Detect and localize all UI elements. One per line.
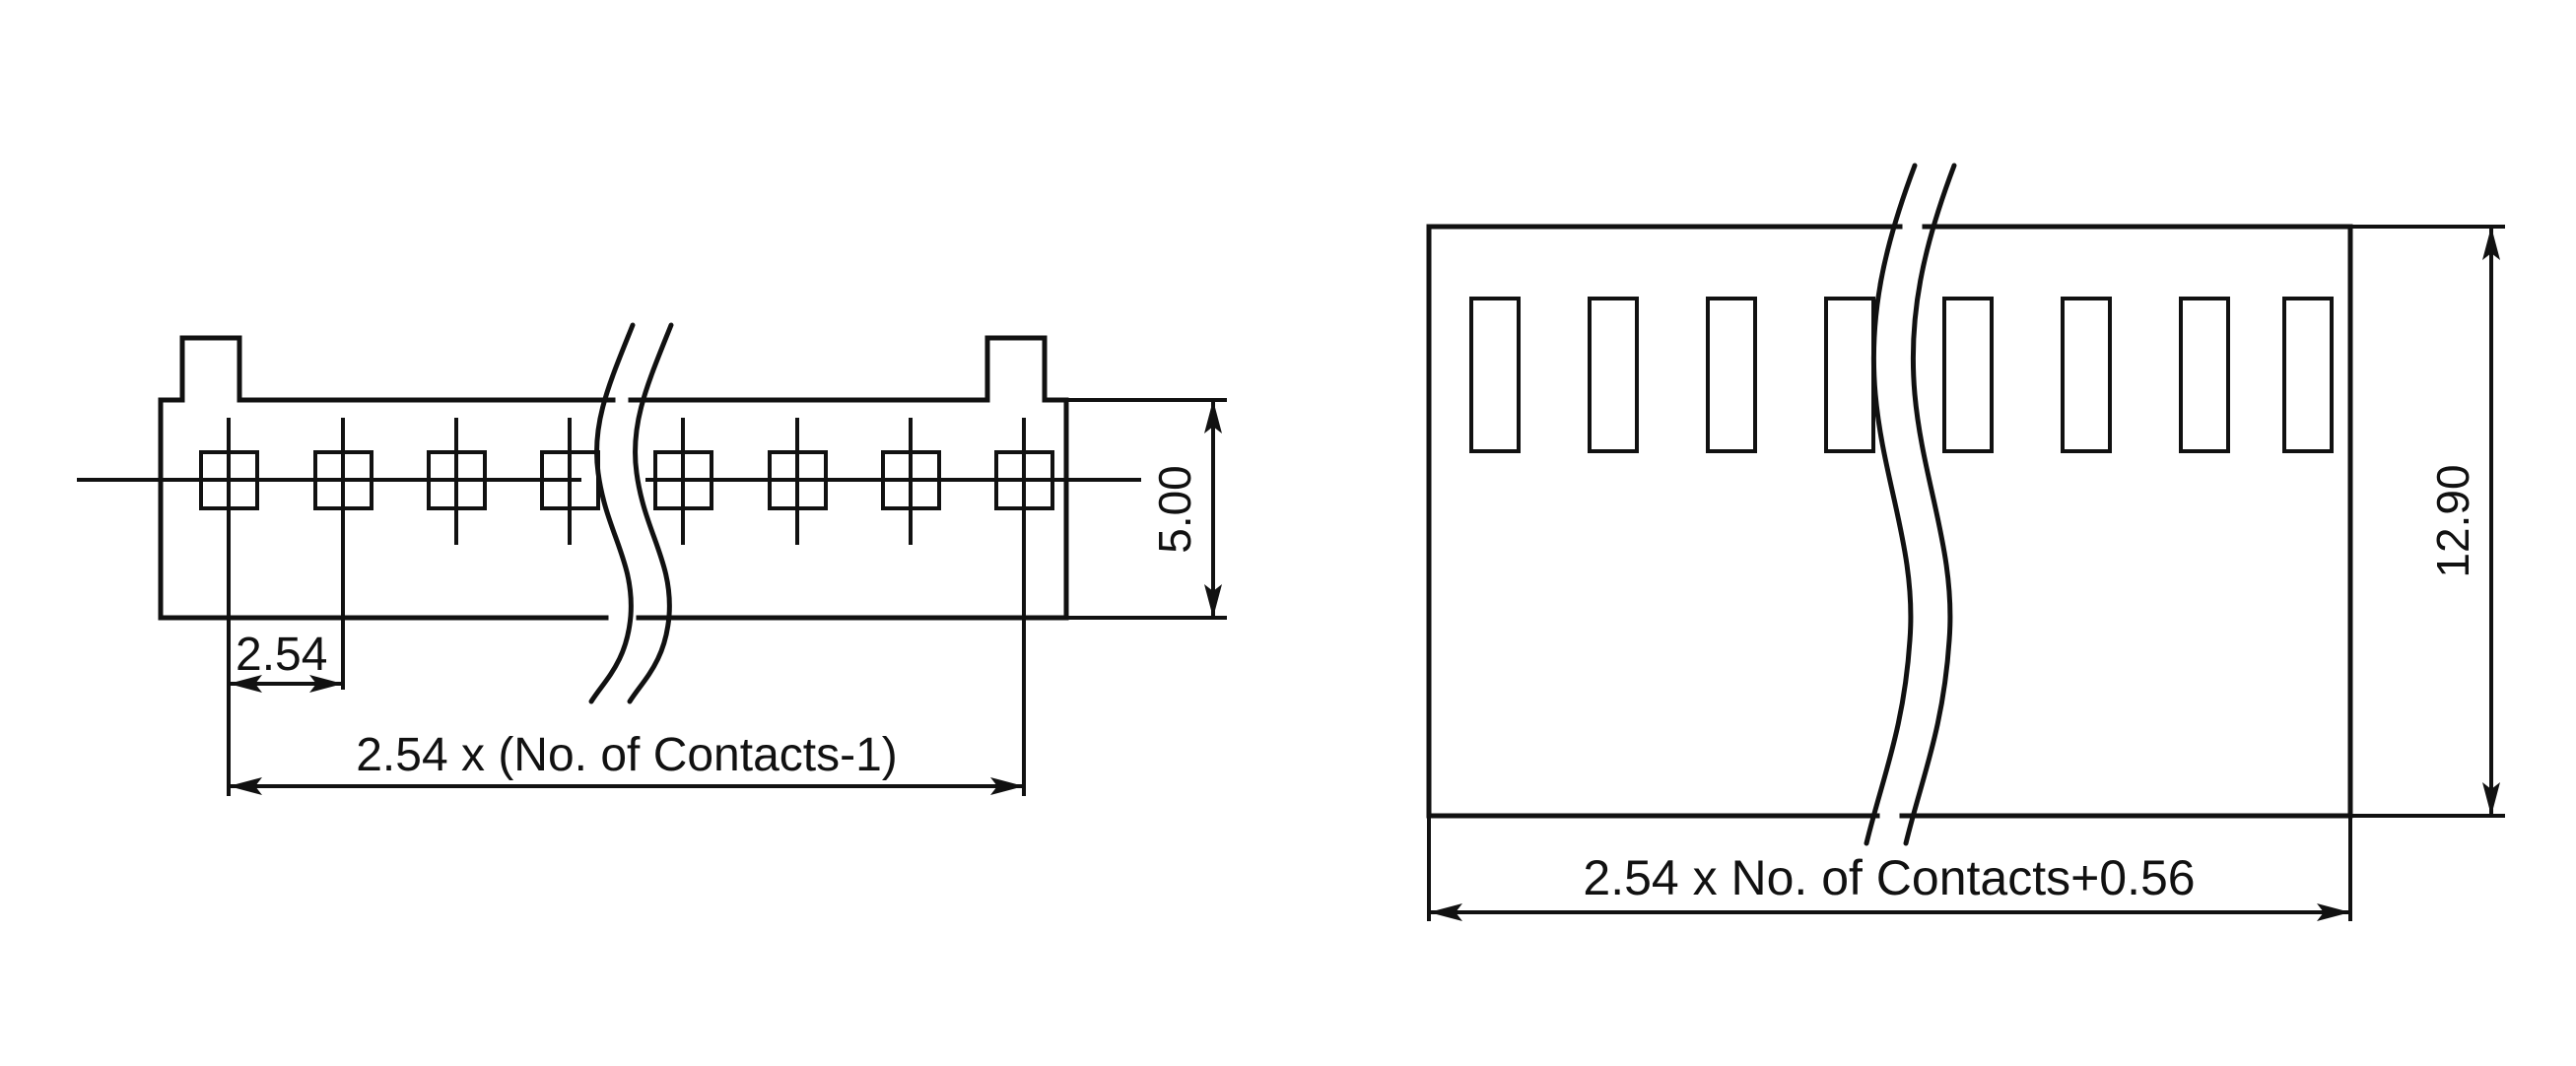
arrowhead-up — [1204, 400, 1222, 433]
housing-outline-left-segment — [158, 335, 616, 621]
dimension-label-2-54: 2.54 — [236, 629, 327, 681]
arrowhead-right — [2317, 903, 2350, 921]
contact-7 — [881, 418, 941, 545]
break-line-right-view — [1864, 163, 1957, 846]
contact-3 — [427, 418, 487, 545]
right-view-front-face: 12.90 2.54 x No. of Contacts+0.56 — [1426, 163, 2505, 921]
arrowhead-down — [2482, 782, 2500, 816]
contact-slot-7 — [2179, 297, 2230, 453]
dimension-label-overall-length: 2.54 x (No. of Contacts-1) — [356, 729, 898, 781]
arrowhead-up — [2482, 227, 2500, 260]
contact-slot-1 — [1469, 297, 1521, 453]
dimension-side-height: 5.00 — [1066, 398, 1227, 620]
dimension-label-5-00: 5.00 — [1149, 465, 1200, 554]
contact-slot-6 — [2061, 297, 2112, 453]
housing-body-outline-left-segment — [1426, 224, 1903, 819]
break-curve-b — [627, 322, 674, 704]
contact-slot-3 — [1706, 297, 1757, 453]
contact-5 — [653, 418, 713, 545]
break-curve-a — [1864, 163, 1918, 846]
dimension-label-front-width: 2.54 x No. of Contacts+0.56 — [1583, 850, 2195, 905]
contact-slot-4 — [1824, 297, 1875, 453]
arrowhead-left — [1429, 903, 1462, 921]
arrowhead-right — [309, 675, 343, 693]
contact-slot-8 — [2282, 297, 2334, 453]
arrowhead-down — [1204, 584, 1222, 618]
contact-1 — [199, 418, 259, 545]
dimension-front-height: 12.90 — [2350, 225, 2505, 818]
arrowhead-left — [229, 777, 262, 795]
housing-body-outline-right-segment — [1899, 224, 2353, 819]
contact-slot-5 — [1942, 297, 1994, 453]
dimension-label-12-90: 12.90 — [2427, 464, 2478, 577]
dimension-front-width: 2.54 x No. of Contacts+0.56 — [1427, 816, 2352, 921]
contact-6 — [768, 418, 828, 545]
contact-8 — [994, 418, 1054, 545]
break-line-left-view — [588, 322, 674, 704]
left-view-side-profile: 5.00 2.54 2.54 x (No. of Contacts-1) — [77, 322, 1227, 796]
dimension-contact-pitch: 2.54 — [227, 545, 345, 693]
arrowhead-left — [229, 675, 262, 693]
contact-2 — [313, 418, 373, 545]
break-curve-a — [588, 322, 636, 704]
break-curve-b — [1903, 163, 1957, 846]
arrowhead-right — [990, 777, 1024, 795]
contact-slot-2 — [1588, 297, 1639, 453]
dimension-overall-length: 2.54 x (No. of Contacts-1) — [227, 545, 1026, 796]
